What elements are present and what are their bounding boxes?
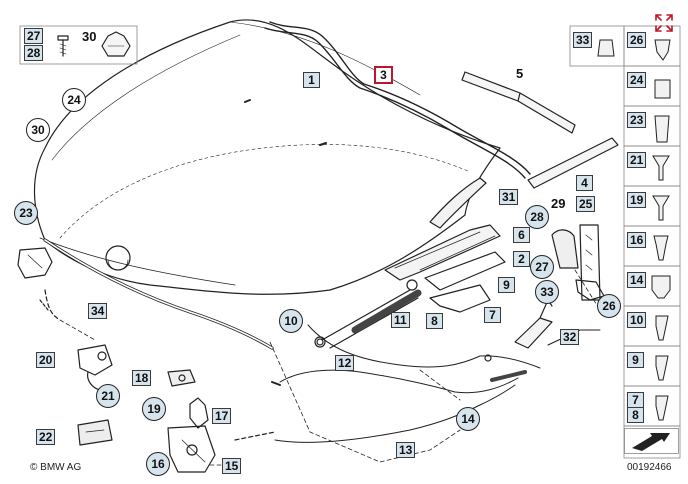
part-17 xyxy=(189,397,209,429)
callout-25[interactable]: 25 xyxy=(576,196,596,212)
sidebar-label-26[interactable]: 26 xyxy=(627,32,647,48)
callout-27-top[interactable]: 27 xyxy=(24,28,44,44)
callout-10[interactable]: 10 xyxy=(279,309,303,333)
sidebar-label-14[interactable]: 14 xyxy=(627,272,647,288)
callout-17[interactable]: 17 xyxy=(212,408,232,424)
seal-rear-edge xyxy=(264,21,531,179)
hinge-assembly-right xyxy=(527,210,605,301)
callout-29[interactable]: 29 xyxy=(551,196,566,211)
sidebar-label-8[interactable]: 8 xyxy=(627,407,644,423)
sidebar-label-21[interactable]: 21 xyxy=(627,152,647,168)
callout-28-top[interactable]: 28 xyxy=(24,45,44,61)
callout-27[interactable]: 27 xyxy=(530,255,554,279)
part-22 xyxy=(77,419,113,446)
callout-31[interactable]: 31 xyxy=(499,189,519,205)
sidebar-label-7[interactable]: 7 xyxy=(627,392,644,408)
callout-9[interactable]: 9 xyxy=(498,277,515,293)
callout-11[interactable]: 11 xyxy=(391,312,410,328)
callout-24[interactable]: 24 xyxy=(62,88,86,112)
callout-26[interactable]: 26 xyxy=(597,294,621,318)
sidebar-label-24[interactable]: 24 xyxy=(627,72,647,88)
sidebar-label-19[interactable]: 19 xyxy=(627,192,647,208)
clip-30 xyxy=(101,31,131,57)
callout-30-top[interactable]: 30 xyxy=(82,29,97,44)
callout-8[interactable]: 8 xyxy=(426,313,443,329)
copyright-text: © BMW AG xyxy=(30,462,82,473)
callout-7[interactable]: 7 xyxy=(484,307,501,323)
buffer-18 xyxy=(167,369,196,387)
sidebar-parts xyxy=(597,39,671,421)
sidebar-label-23[interactable]: 23 xyxy=(627,112,647,128)
callout-12[interactable]: 12 xyxy=(335,355,355,371)
callout-18[interactable]: 18 xyxy=(132,370,152,386)
callout-22[interactable]: 22 xyxy=(36,429,56,445)
expand-arrows-icon[interactable] xyxy=(653,12,675,34)
callout-3[interactable]: 3 xyxy=(374,66,393,84)
bowden-cable xyxy=(44,289,601,443)
callout-28[interactable]: 28 xyxy=(525,205,549,229)
callout-21[interactable]: 21 xyxy=(96,384,120,408)
rubber-strip-5 xyxy=(461,71,576,134)
rubber-strip-4 xyxy=(527,137,619,189)
callout-20[interactable]: 20 xyxy=(36,352,56,368)
callout-19[interactable]: 19 xyxy=(142,397,166,421)
leader-lines xyxy=(59,269,601,466)
sidebar-label-10[interactable]: 10 xyxy=(627,312,647,328)
part-31 xyxy=(384,177,501,281)
callout-30[interactable]: 30 xyxy=(26,118,50,142)
callout-33[interactable]: 33 xyxy=(535,280,559,304)
lock-bracket-left xyxy=(17,247,53,311)
sidebar-frame xyxy=(569,25,681,459)
sidebar-label-9[interactable]: 9 xyxy=(627,352,644,368)
callout-14[interactable]: 14 xyxy=(456,407,480,431)
seal-front-34 xyxy=(43,238,274,350)
callout-34[interactable]: 34 xyxy=(88,303,108,319)
callout-15[interactable]: 15 xyxy=(222,458,242,474)
callout-16[interactable]: 16 xyxy=(146,452,170,476)
callout-2[interactable]: 2 xyxy=(513,251,530,267)
gas-strut-11 xyxy=(314,279,422,349)
callout-23[interactable]: 23 xyxy=(14,201,38,225)
ball-stud-10 xyxy=(316,338,324,346)
hood-lock-15 xyxy=(167,425,216,473)
bracket-32 xyxy=(514,299,553,349)
drawing-number: 00192466 xyxy=(627,462,672,473)
callout-32[interactable]: 32 xyxy=(560,329,580,345)
callout-4[interactable]: 4 xyxy=(576,175,593,191)
sidebar-label-16[interactable]: 16 xyxy=(627,232,647,248)
screw-27 xyxy=(57,35,69,57)
callout-1[interactable]: 1 xyxy=(303,72,320,88)
callout-13[interactable]: 13 xyxy=(396,442,416,458)
sidebar-label-33[interactable]: 33 xyxy=(573,32,593,48)
callout-6[interactable]: 6 xyxy=(513,227,530,243)
next-diagram-arrow-icon[interactable] xyxy=(624,428,679,454)
callout-5[interactable]: 5 xyxy=(516,66,524,81)
